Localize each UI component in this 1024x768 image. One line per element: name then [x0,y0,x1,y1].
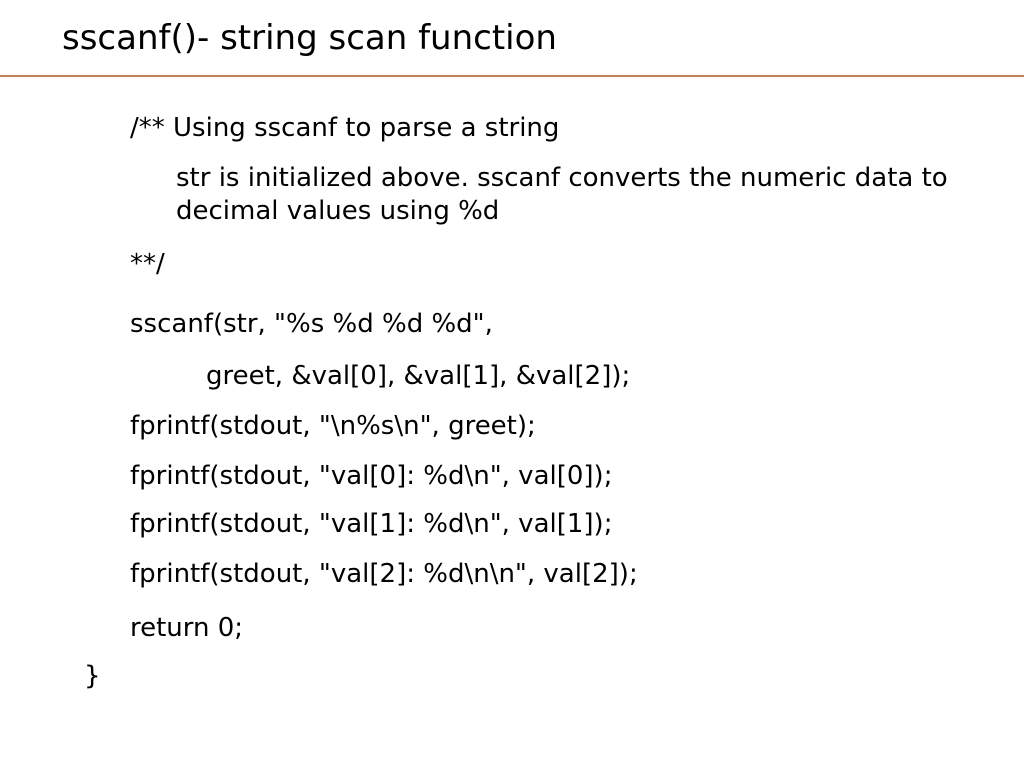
fprintf-val2-line: fprintf(stdout, "val[2]: %d\n\n", val[2]… [130,559,638,589]
sscanf-args-line: greet, &val[0], &val[1], &val[2]); [206,361,631,391]
fprintf-greet-line: fprintf(stdout, "\n%s\n", greet); [130,411,536,441]
return-line: return 0; [130,613,244,643]
fprintf-val1-line: fprintf(stdout, "val[1]: %d\n", val[1]); [130,509,613,539]
sscanf-call-line: sscanf(str, "%s %d %d %d", [130,309,493,339]
slide-title: sscanf()- string scan function [62,18,557,58]
closing-brace: } [84,661,101,691]
comment-body-text: str is initialized above. sscanf convert… [176,163,948,226]
fprintf-val0-line: fprintf(stdout, "val[0]: %d\n", val[0]); [130,461,613,491]
comment-close-line: **/ [130,249,165,279]
comment-open-line: /** Using sscanf to parse a string [130,113,560,143]
title-divider [0,75,1024,77]
